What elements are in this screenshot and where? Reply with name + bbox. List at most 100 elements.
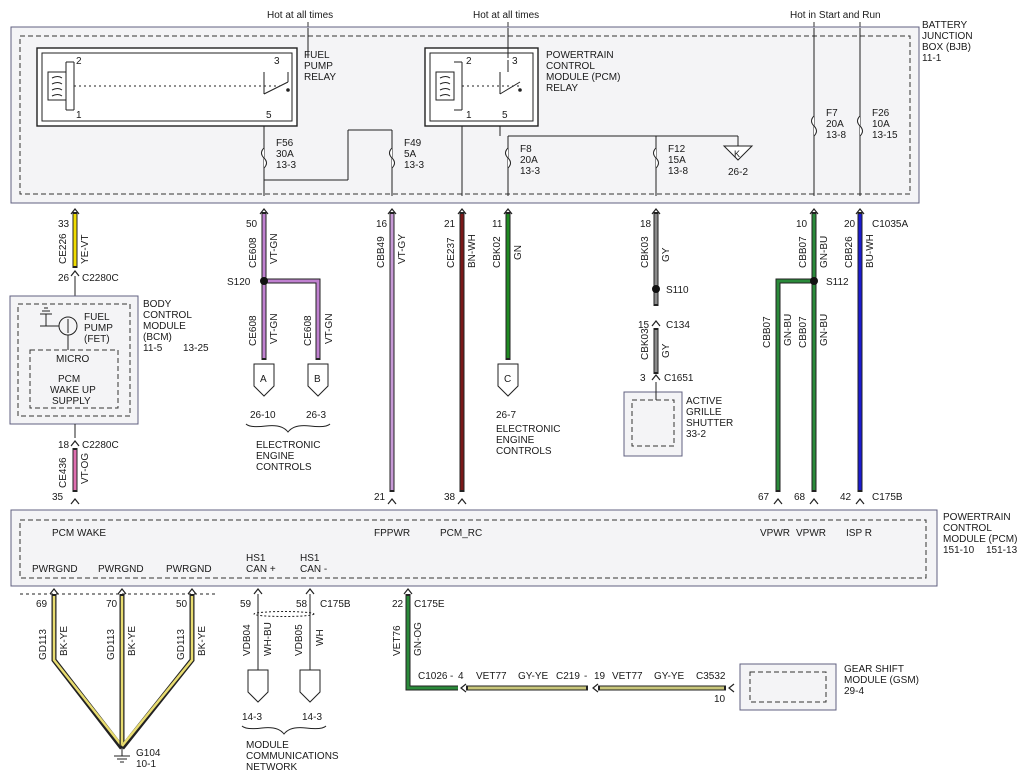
c2280-pin: 18 (58, 440, 70, 451)
relay-pin: 5 (502, 110, 508, 121)
wire-circuit: CBK03 (640, 236, 651, 268)
c2280-pin: 26 (58, 273, 70, 284)
wire-circuit: CBB07 (798, 236, 809, 268)
gsm-box (739, 663, 837, 711)
bcm-supply: WAKE UP (50, 385, 96, 396)
wire-ce608 (261, 212, 321, 360)
connector-letter: B (314, 374, 321, 385)
wire-cbb07 (775, 212, 817, 492)
ground-k-ref: 26-2 (728, 167, 748, 178)
relay-pin: 2 (76, 56, 82, 67)
fuse-ref: 13-3 (276, 160, 296, 171)
wire-circuit: CE608 (248, 315, 259, 346)
eec-label: ELECTRONIC (496, 424, 560, 435)
wire-color: GN (513, 245, 524, 260)
wire-circuit: CE436 (58, 457, 69, 488)
pcm-name: POWERTRAIN (943, 512, 1011, 523)
wire-color: VT-OG (80, 453, 91, 484)
wire-circuit: CBB07 (798, 316, 809, 348)
eec-label: ENGINE (496, 435, 535, 446)
bcm-supply: SUPPLY (52, 396, 91, 407)
pcm-pin-label: PWRGND (98, 564, 144, 575)
grille-connector: C1651 (664, 373, 694, 384)
bcm-micro: MICRO (56, 354, 90, 365)
grille-name: SHUTTER (686, 418, 733, 429)
bcm-ref: 11-5 (143, 343, 163, 354)
wire-color: BK-YE (59, 626, 70, 656)
fet-icon (40, 307, 78, 350)
wire-color: GN-BU (783, 314, 794, 346)
connector-ref: 14-3 (242, 712, 262, 723)
connector-chevron-icon (592, 683, 599, 693)
wire-circuit: GD113 (106, 629, 117, 660)
wire-color: GN-BU (819, 236, 830, 268)
wire-color: WH (315, 629, 326, 646)
pcm-name: CONTROL (943, 523, 992, 534)
c134-pin: 15 (638, 320, 650, 331)
bcm-ref: 13-25 (183, 343, 209, 354)
pcm-pin-label: CAN - (300, 564, 327, 575)
grille-name: ACTIVE (686, 396, 722, 407)
bcm-box (9, 295, 139, 425)
pcm-pin-label: PCM_RC (440, 528, 482, 539)
connector-chevron-icon (651, 320, 661, 327)
pcm-ref: 151-10 (943, 545, 975, 556)
hot-label: Hot at all times (473, 10, 539, 21)
wire-circuit: CBK03 (640, 328, 651, 360)
pcm-pin-label: ISP R (846, 528, 872, 539)
wire-color: VT-GN (269, 233, 280, 264)
wire-circuit: VET76 (392, 625, 403, 656)
connector-chevron-icon (70, 270, 80, 277)
c2280-name: C2280C (82, 273, 119, 284)
relay-pin: 1 (466, 110, 472, 121)
wire-color: YE-VT (80, 235, 91, 264)
connector-ref: 26-10 (250, 410, 276, 421)
wire-color: GN-OG (413, 622, 424, 656)
wire-color: VT-GN (269, 313, 280, 344)
wire-color: GY-YE (654, 671, 685, 682)
pcm-pin: 38 (444, 492, 456, 503)
can-wires (253, 594, 315, 670)
wire-color: BK-YE (197, 626, 208, 656)
grille-ref: 33-2 (686, 429, 706, 440)
fuse-rating: 10A (872, 119, 890, 130)
gsm-connector-dash: - (450, 671, 453, 682)
bjb-pin: 33 (58, 219, 70, 230)
bjb-pin: 20 (844, 219, 856, 230)
pcm-pin-label: PWRGND (166, 564, 212, 575)
pcm-pin: 22 (392, 599, 404, 610)
pcm-pin-label: HS1 (246, 553, 266, 564)
connector-c-icon (497, 363, 519, 397)
bcm-fet: FUEL (84, 312, 110, 323)
relay-pin: 3 (512, 56, 518, 67)
grille-pin: 3 (640, 373, 646, 384)
bcm-fet: (FET) (84, 334, 110, 345)
wire-color: GN-BU (819, 314, 830, 346)
pcm-pin: 21 (374, 492, 386, 503)
bjb-pin: 16 (376, 219, 388, 230)
gsm-name: MODULE (GSM) (844, 675, 919, 686)
bjb-pin: 18 (640, 219, 652, 230)
ground-wires (51, 594, 195, 750)
fuse-rating: 30A (276, 149, 294, 160)
grille-inner (631, 399, 675, 447)
connector-letter: A (260, 374, 267, 385)
eec-label: ELECTRONIC (256, 440, 320, 451)
ground-ref: 10-1 (136, 759, 156, 770)
wire-circuit: VET77 (476, 671, 507, 682)
pcm-pin: 69 (36, 599, 48, 610)
pcm-pin: 35 (52, 492, 64, 503)
bjb-name: JUNCTION (922, 31, 973, 42)
fuse-name: F49 (404, 138, 422, 149)
ground-name: G104 (136, 748, 161, 759)
eec-label: CONTROLS (256, 462, 312, 473)
connector-ref: 14-3 (302, 712, 322, 723)
wire-circuit: CE608 (303, 315, 314, 346)
gsm-inner (749, 671, 827, 703)
wire-circuit: CBK02 (492, 236, 503, 268)
gsm-name: GEAR SHIFT (844, 664, 904, 675)
wire-circuit: CBB49 (376, 236, 387, 268)
pcm-pin-label: CAN + (246, 564, 276, 575)
relay-name: POWERTRAIN (546, 50, 614, 61)
wire-circuit: VDB04 (242, 624, 253, 656)
